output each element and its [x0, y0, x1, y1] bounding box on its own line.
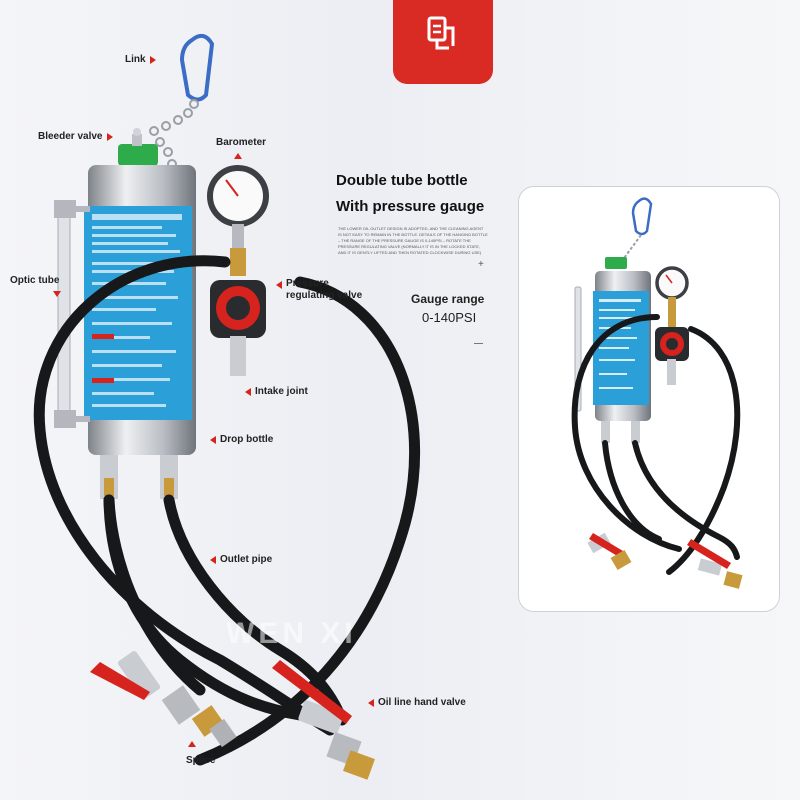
- plus-icon: +: [478, 259, 484, 270]
- oil-drip-logo-icon: [427, 16, 455, 50]
- callout-link: Link: [125, 54, 156, 65]
- callout-optic-tube: Optic tube: [10, 275, 60, 286]
- arrow-left-icon: [210, 555, 216, 564]
- arrow-right-icon: [149, 55, 156, 64]
- callout-intake-joint: Intake joint: [245, 386, 308, 397]
- cleaner-kit-illustration: [33, 33, 421, 780]
- outlet-hose-inner: [163, 494, 348, 726]
- divider-dash: [474, 343, 483, 344]
- carabiner-link: [179, 33, 215, 102]
- arrow-left-icon: [210, 435, 216, 444]
- arrow-down-icon: [53, 291, 61, 297]
- arrow-up-icon: [188, 741, 196, 747]
- brand-logo-tab: [393, 0, 493, 84]
- arrow-left-icon: [245, 387, 251, 396]
- watermark: WEN XI: [226, 617, 357, 650]
- outlet-hose-outer: [33, 255, 336, 736]
- left-hand-valve-lever: [90, 662, 150, 700]
- callout-pressure-regulating-valve: Pressure regulating valve: [276, 278, 362, 302]
- callout-barometer: Barometer: [216, 137, 267, 148]
- headline-line-2: With pressure gauge: [336, 198, 485, 215]
- gauge-range-label: Gauge range: [411, 292, 485, 306]
- bottle-label: [84, 206, 192, 420]
- headline-line-1: Double tube bottle: [336, 172, 468, 189]
- callout-outlet-pipe: Outlet pipe: [210, 554, 272, 565]
- arrow-left-icon: [276, 281, 282, 289]
- product-thumbnail-card[interactable]: [518, 186, 780, 612]
- chain: [149, 99, 199, 181]
- product-thumbnail-image: [571, 197, 743, 589]
- callout-splice: Splice: [186, 741, 215, 766]
- callout-drop-bottle: Drop bottle: [210, 434, 273, 445]
- gauge-range-value: 0-140PSI: [422, 310, 477, 325]
- optic-tube: [57, 209, 71, 425]
- arrow-up-icon: [234, 153, 242, 159]
- arrow-right-icon: [106, 132, 113, 141]
- arrow-left-icon: [368, 698, 374, 707]
- callout-oil-line-hand-valve: Oil line hand valve: [368, 697, 466, 708]
- fine-print: THE LOWER OIL OUTLET DESIGN IS ADOPTED, …: [338, 226, 488, 255]
- right-hand-valve-lever: [272, 660, 352, 724]
- callout-bleeder-valve: Bleeder valve: [38, 131, 113, 142]
- bleeder-valve-cap: [118, 144, 158, 166]
